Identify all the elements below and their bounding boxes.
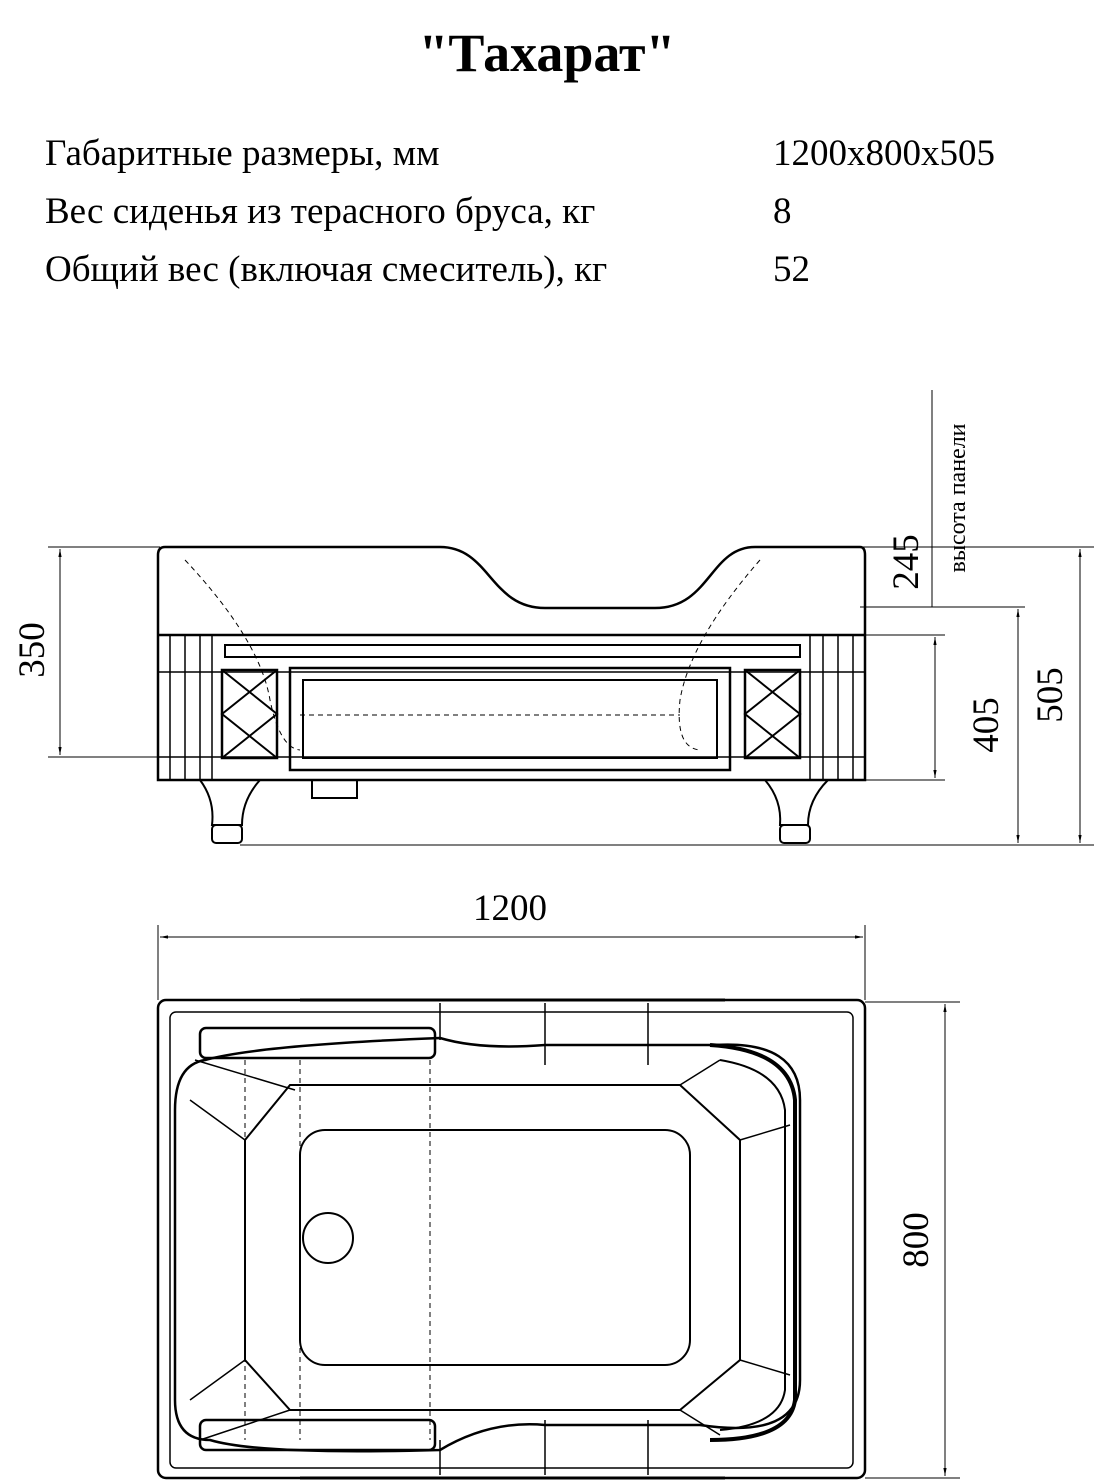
dim-800: 800	[896, 1212, 937, 1268]
product-title: "Тахарат"	[418, 23, 676, 83]
dim-405: 405	[966, 697, 1007, 753]
spec-value-total-weight: 52	[773, 249, 810, 290]
dim-245: 245	[886, 534, 927, 590]
spec-label-seat-weight: Вес сиденья из терасного бруса, кг	[45, 191, 596, 232]
top-view	[156, 998, 867, 1480]
spec-label-dimensions: Габаритные размеры, мм	[45, 133, 440, 174]
top-dimensions	[157, 925, 960, 1479]
dim-350: 350	[12, 622, 53, 678]
dim-1200: 1200	[473, 888, 547, 929]
dim-505: 505	[1030, 667, 1071, 723]
front-view	[156, 545, 867, 844]
panel-height-label: высота панели	[945, 423, 971, 572]
drain-circle	[302, 1212, 354, 1264]
spec-label-total-weight: Общий вес (включая смеситель), кг	[45, 249, 608, 290]
front-dimensions	[48, 390, 1094, 846]
spec-value-seat-weight: 8	[773, 191, 792, 232]
spec-value-dimensions: 1200x800x505	[773, 133, 995, 174]
